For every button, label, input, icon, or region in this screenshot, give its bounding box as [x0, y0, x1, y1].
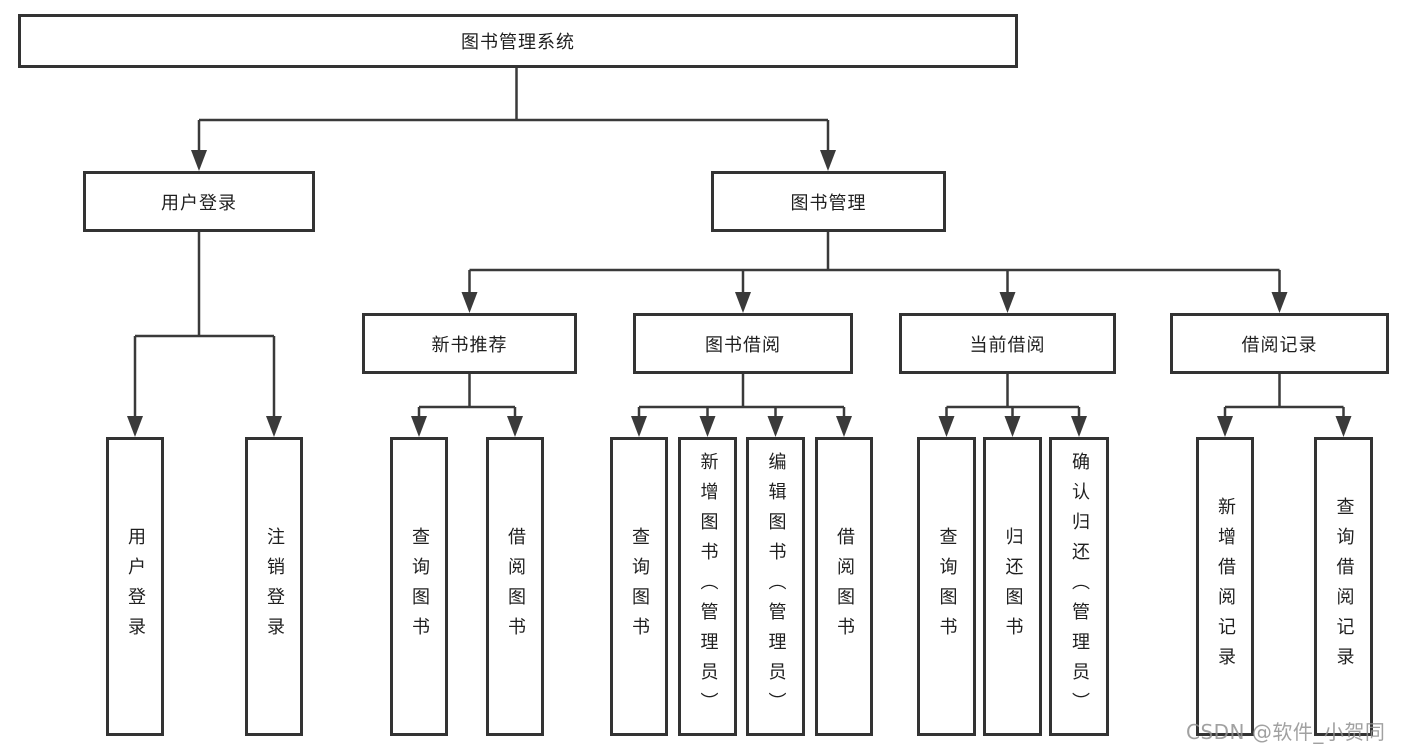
node-borrowing-records: 借阅记录	[1170, 313, 1389, 374]
node-book-borrowing: 图书借阅	[633, 313, 853, 374]
node-user-login-label: 用户登录	[161, 192, 237, 214]
node-borrowing-records-label: 借阅记录	[1241, 334, 1318, 356]
leaf-borrow-book-label: 借阅图书	[834, 526, 855, 647]
leaf-query-book-recommend-label: 查询图书	[409, 526, 430, 647]
node-book-management-label: 图书管理	[790, 192, 867, 214]
leaf-edit-book-admin-label: 编辑图书（管理员）	[765, 451, 787, 722]
leaf-query-book-current: 查询图书	[917, 437, 976, 736]
leaf-return-book-label: 归还图书	[1002, 526, 1024, 647]
leaf-query-book-recommend: 查询图书	[390, 437, 448, 736]
node-user-login: 用户登录	[83, 171, 315, 232]
node-root-system: 图书管理系统	[18, 14, 1018, 68]
leaf-borrow-book: 借阅图书	[815, 437, 873, 736]
leaf-user-login: 用户登录	[106, 437, 164, 736]
leaf-add-borrow-record: 新增借阅记录	[1196, 437, 1254, 736]
leaf-add-book-admin-label: 新增图书（管理员）	[697, 451, 719, 722]
leaf-logout-label: 注销登录	[264, 526, 285, 647]
leaf-add-book-admin: 新增图书（管理员）	[678, 437, 737, 736]
leaf-query-book-borrow-label: 查询图书	[629, 526, 650, 647]
node-new-book-recommend-label: 新书推荐	[431, 334, 508, 356]
leaf-query-book-borrow: 查询图书	[610, 437, 668, 736]
leaf-query-borrow-record: 查询借阅记录	[1314, 437, 1373, 736]
leaf-add-borrow-record-label: 新增借阅记录	[1215, 496, 1236, 677]
node-root-system-label: 图书管理系统	[461, 32, 575, 53]
node-current-borrowing: 当前借阅	[899, 313, 1116, 374]
node-book-management: 图书管理	[711, 171, 946, 232]
leaf-return-book: 归还图书	[983, 437, 1042, 736]
node-current-borrowing-label: 当前借阅	[969, 334, 1046, 356]
arrowheads	[127, 150, 1352, 437]
leaf-confirm-return-admin-label: 确认归还（管理员）	[1069, 451, 1090, 722]
node-book-borrowing-label: 图书借阅	[705, 334, 781, 356]
leaf-user-login-label: 用户登录	[125, 526, 146, 647]
leaf-confirm-return-admin: 确认归还（管理员）	[1049, 437, 1109, 736]
leaf-borrow-book-recommend: 借阅图书	[486, 437, 544, 736]
leaf-query-borrow-record-label: 查询借阅记录	[1333, 496, 1355, 677]
leaf-borrow-book-recommend-label: 借阅图书	[505, 526, 526, 647]
leaf-logout: 注销登录	[245, 437, 303, 736]
node-new-book-recommend: 新书推荐	[362, 313, 577, 374]
leaf-query-book-current-label: 查询图书	[936, 526, 958, 647]
csdn-watermark: CSDN @软件_小贺同学	[1186, 720, 1386, 744]
leaf-edit-book-admin: 编辑图书（管理员）	[746, 437, 805, 736]
